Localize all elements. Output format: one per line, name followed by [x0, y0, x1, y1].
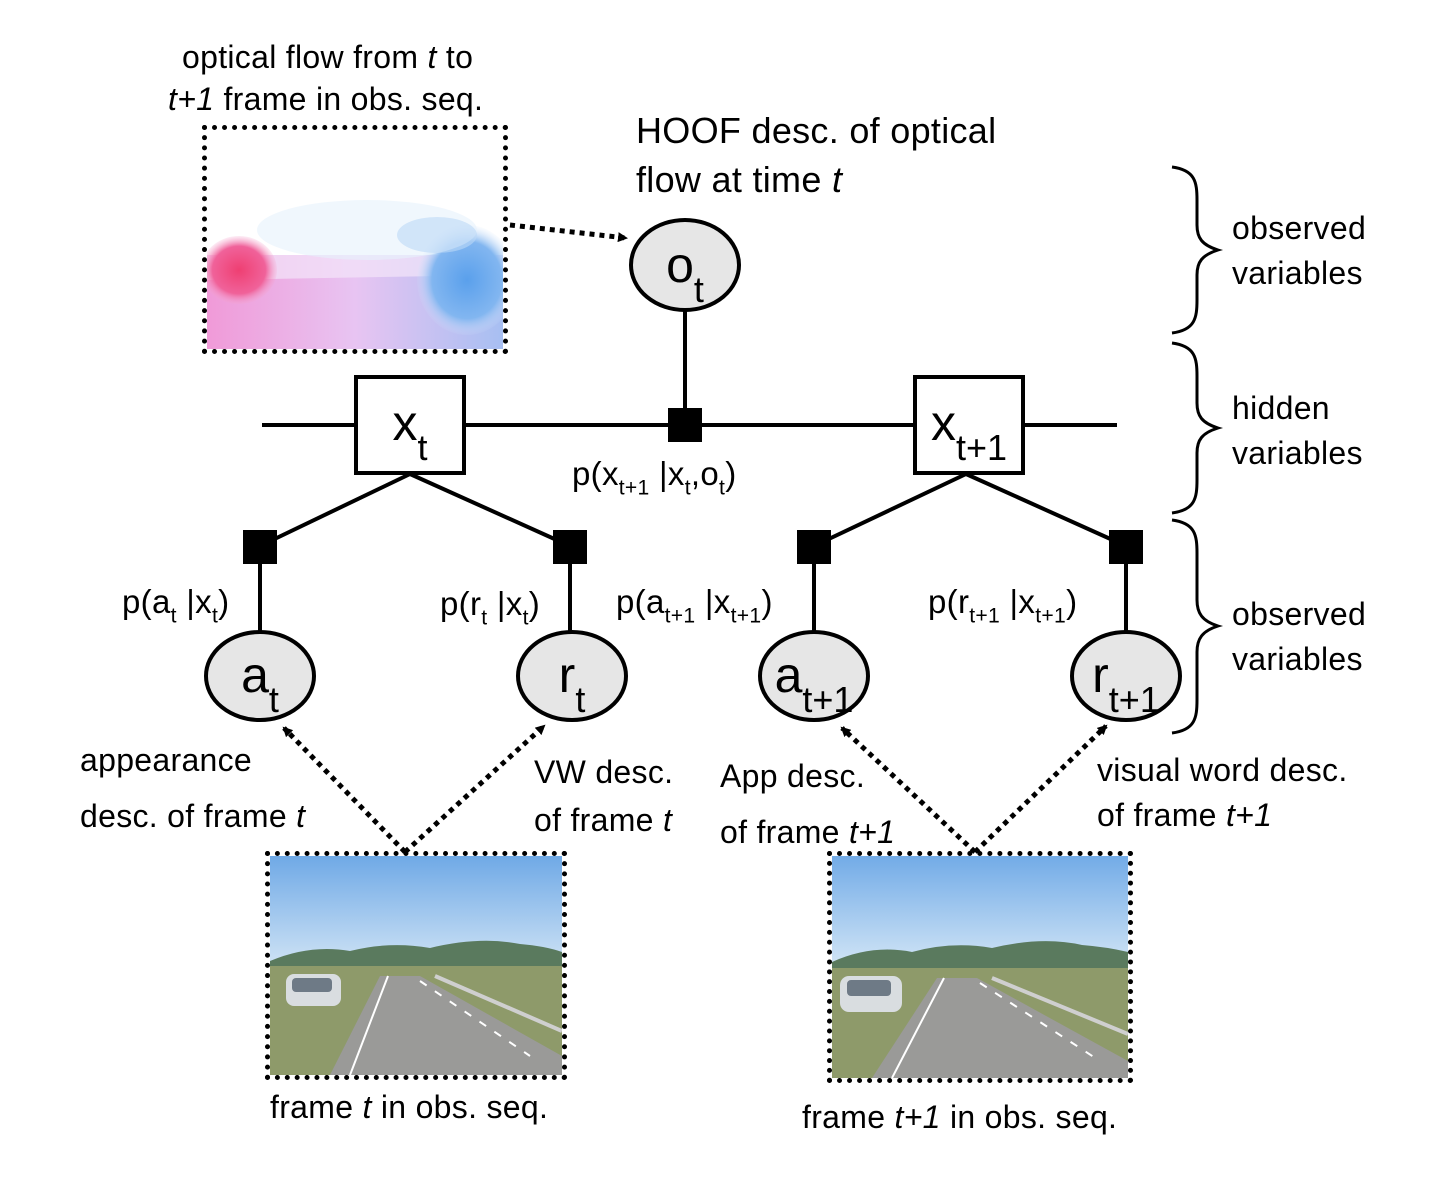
- node-rt1-circle: [1070, 630, 1182, 722]
- factor-transition-label: p(xt+1 |xt,ot): [572, 455, 737, 500]
- edge-xt1-factor-rt1: [965, 472, 1127, 548]
- node-ot-label: ot: [666, 237, 704, 310]
- node-at1-label: at+1: [774, 647, 854, 720]
- edge-xt1-factor-at1: [813, 472, 967, 548]
- optical-flow-caption: optical flow from t to t+1 frame in obs.…: [168, 39, 484, 118]
- hoof-caption: HOOF desc. of optical flow at time t: [636, 110, 997, 200]
- vw-caption: VW desc. of frame t: [534, 754, 674, 838]
- edge-xt-factor-rt: [409, 472, 571, 548]
- brace-observed-bottom: [1171, 518, 1224, 735]
- node-ot-circle: [629, 218, 741, 312]
- brace-hidden: [1171, 341, 1224, 515]
- brace-observed-top: [1171, 165, 1224, 335]
- factor-at-label: p(at |xt): [122, 583, 230, 628]
- app-caption: App desc. of frame t+1: [720, 758, 896, 850]
- node-rt1-label: rt+1: [1092, 647, 1160, 720]
- factor-rt1: [1109, 530, 1143, 564]
- node-at1-circle: [758, 630, 870, 722]
- group-hidden-label: hidden variables: [1232, 390, 1363, 471]
- factor-transition: [668, 408, 702, 442]
- road-frame-next-image: [827, 851, 1133, 1083]
- frame-t1-caption: frame t+1 in obs. seq.: [802, 1099, 1118, 1135]
- node-xt-box: [354, 375, 466, 475]
- factor-rt: [553, 530, 587, 564]
- arrow-frame-to-rt: [403, 724, 546, 854]
- arrow-frame1-to-at1: [840, 726, 977, 854]
- appearance-caption: appearance desc. of frame t: [80, 742, 306, 834]
- factor-at1: [797, 530, 831, 564]
- road-frame-image: [265, 851, 567, 1080]
- node-rt-circle: [516, 630, 628, 722]
- frame-t-caption: frame t in obs. seq.: [270, 1089, 549, 1125]
- factor-rt1-label: p(rt+1 |xt+1): [928, 583, 1078, 628]
- arrow-frame-to-at: [282, 726, 407, 854]
- group-observed-bottom-label: observed variables: [1232, 596, 1367, 677]
- arrow-frame1-to-rt1: [973, 724, 1108, 854]
- factor-at: [243, 530, 277, 564]
- factor-rt-label: p(rt |xt): [440, 585, 541, 630]
- arrow-flow-to-ot: [509, 222, 628, 243]
- node-at-circle: [204, 630, 316, 722]
- factor-at1-label: p(at+1 |xt+1): [616, 583, 773, 628]
- node-xt-label: xt: [392, 395, 428, 468]
- node-xt1-label: xt+1: [930, 395, 1008, 468]
- node-at-label: at: [241, 647, 279, 720]
- node-xt1-box: [913, 375, 1025, 475]
- group-observed-top-label: observed variables: [1232, 210, 1367, 291]
- edge-xt-factor-at: [259, 472, 411, 548]
- node-rt-label: rt: [558, 647, 586, 720]
- optical-flow-image: [202, 125, 508, 354]
- visual-word-caption: visual word desc. of frame t+1: [1097, 752, 1348, 834]
